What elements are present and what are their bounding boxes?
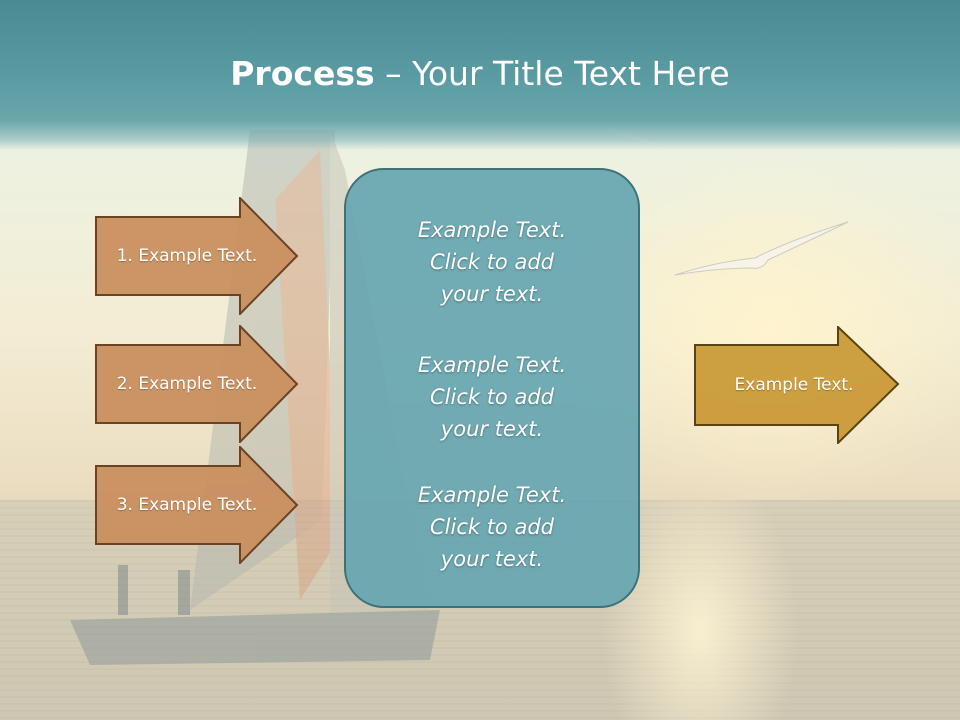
arrow-shape — [95, 325, 299, 443]
title-band — [0, 0, 960, 150]
output-arrow-label: Example Text. — [734, 375, 854, 395]
process-text-line: Example Text. — [417, 218, 567, 242]
process-text-line: Example Text. — [417, 483, 567, 507]
process-text-line: your text. — [440, 547, 544, 571]
process-text-line: Click to add — [429, 515, 554, 539]
title-bold: Process — [230, 54, 375, 93]
process-text-3[interactable]: Example Text. Click to add your text. — [346, 479, 638, 575]
input-arrow-label: 3. Example Text. — [116, 495, 258, 515]
process-box[interactable]: Example Text. Click to add your text. Ex… — [344, 168, 640, 608]
input-arrow-3[interactable]: 3. Example Text. — [95, 446, 299, 564]
process-text-1[interactable]: Example Text. Click to add your text. — [346, 214, 638, 310]
seagull-icon — [674, 221, 849, 276]
arrow-shape — [95, 197, 299, 315]
output-arrow[interactable]: Example Text. — [694, 326, 900, 444]
process-text-line: your text. — [440, 282, 544, 306]
title-rest: – Your Title Text Here — [374, 54, 730, 93]
input-arrow-label: 2. Example Text. — [116, 374, 258, 394]
input-arrow-2[interactable]: 2. Example Text. — [95, 325, 299, 443]
process-text-2[interactable]: Example Text. Click to add your text. — [346, 349, 638, 445]
process-text-line: Click to add — [429, 385, 554, 409]
arrow-shape — [694, 326, 900, 444]
process-text-line: Example Text. — [417, 353, 567, 377]
input-arrow-label: 1. Example Text. — [116, 246, 258, 266]
process-text-line: Click to add — [429, 250, 554, 274]
process-text-line: your text. — [440, 417, 544, 441]
input-arrow-1[interactable]: 1. Example Text. — [95, 197, 299, 315]
arrow-shape — [95, 446, 299, 564]
slide-title[interactable]: Process – Your Title Text Here — [0, 52, 960, 96]
